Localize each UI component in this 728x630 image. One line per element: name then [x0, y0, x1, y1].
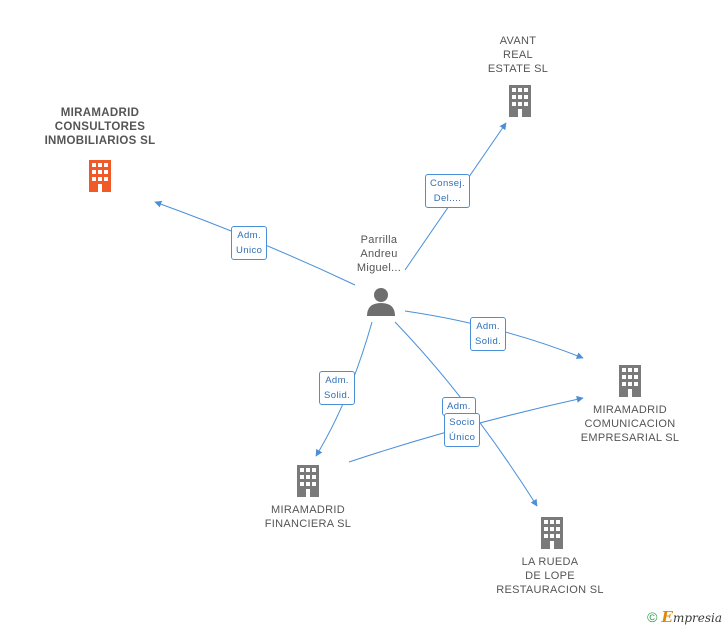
company-label-avant[interactable]: AVANT REAL ESTATE SL — [487, 35, 549, 75]
company-label-comunicacion[interactable]: MIRAMADRID COMUNICACION EMPRESARIAL SL — [580, 404, 680, 444]
person-label[interactable]: Parrilla Andreu Miguel... — [356, 234, 402, 274]
building-icon[interactable] — [89, 160, 111, 192]
edge-label-adm-unico: Adm. Unico — [231, 226, 268, 260]
building-icon[interactable] — [541, 517, 563, 549]
building-icon[interactable] — [297, 465, 319, 497]
building-icon[interactable] — [619, 365, 641, 397]
company-label-larueda[interactable]: LA RUEDA DE LOPE RESTAURACION SL — [496, 556, 604, 596]
edge-label-consej-del: Consej. Del.... — [425, 174, 471, 208]
edge-label-adm-solid-comunicacion: Adm. Solid. — [470, 317, 507, 351]
building-icon[interactable] — [509, 85, 531, 117]
company-label-financiera[interactable]: MIRAMADRID FINANCIERA SL — [264, 504, 352, 530]
edge-label-adm-solid-financiera: Adm. Solid. — [319, 371, 356, 405]
footer-brand[interactable]: © Empresia — [647, 608, 722, 626]
company-label-consultores[interactable]: MIRAMADRID CONSULTORES INMOBILIARIOS SL — [44, 107, 156, 147]
copyright-symbol: © — [647, 609, 658, 625]
edge-label-socio-unico: Socio Único — [444, 413, 481, 447]
person-icon[interactable] — [367, 288, 395, 316]
brand-logo[interactable]: Empresia — [661, 608, 723, 626]
